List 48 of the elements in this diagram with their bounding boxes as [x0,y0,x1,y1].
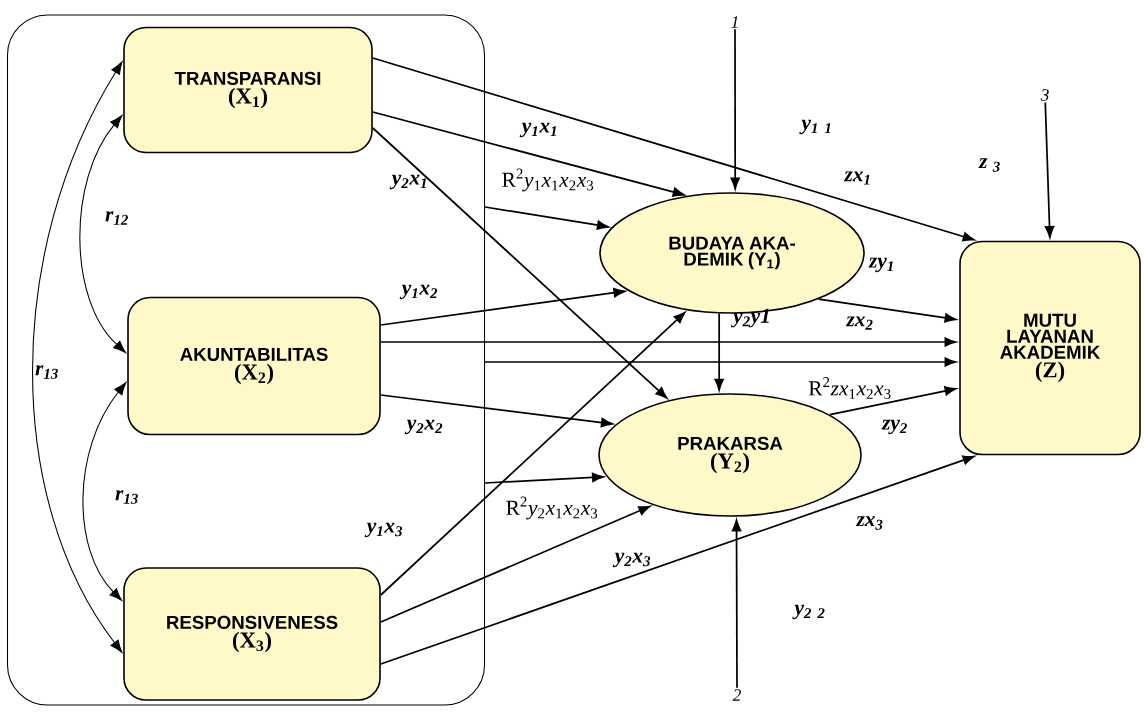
path-arrow [484,357,957,367]
group-frame [6,14,486,706]
variable-box: RESPONSIVENESS (X$_{3}$) [123,567,381,701]
path-coefficient: y$_{1 1}$ [799,119,831,135]
path-coefficient: r$_{12}$ [105,211,128,225]
path-arrow [1044,101,1055,238]
path-coefficient: r$_{13}$ [115,490,138,504]
correlation-arrow [79,115,127,353]
path-arrow [371,127,668,399]
path-coefficient: zx$_{2}$ [845,316,873,330]
variable-box: AKUNTABILITAS (X$_{2}$) [127,296,381,436]
path-arrow [714,312,724,391]
path-arrow [484,206,609,230]
path-coefficient: y$_{2}$x$_{2}$ [404,419,443,435]
path-coefficient: zy$_{1}$ [868,257,893,273]
path-coefficient: z $_{3}$ [978,158,1000,172]
path-arrow [379,505,651,623]
path-arrow [379,288,626,326]
path-arrow [379,337,957,347]
path-coefficient: zx$_{3}$ [855,516,883,530]
path-arrow [484,472,604,484]
path-coefficient: y$_{1}$x$_{2}$ [399,284,438,300]
path-coefficient: y$_{1}$x$_{1}$ [519,122,557,138]
path-arrow [731,519,742,689]
error-term-label: 3 [1040,89,1049,101]
path-coefficient: r$_{13}$ [35,365,58,379]
correlation-arrow [82,382,127,601]
path-coefficient: y$_{2}$x$_{3}$ [612,552,651,568]
path-arrow [379,455,975,665]
path-arrow [730,28,740,190]
path-coefficient: y$_{1}$x$_{3}$ [364,522,403,538]
path-coefficient: y$_{2 2}$ [792,604,825,620]
path-coefficient: y$_{2}$x$_{1}$ [389,174,427,190]
path-coefficient: R$^{2}$y$_{1}$x$_{1}$x$_{2}$x$_{3}$ [502,168,594,192]
path-coefficient: zy$_{2}$ [881,419,907,435]
path-coefficient: zx$_{1}$ [843,171,870,185]
path-arrow [379,311,686,596]
correlation-arrow [32,61,123,653]
path-arrow [371,111,685,197]
error-term-label: 1 [731,16,738,28]
path-arrow [379,394,613,428]
path-arrow [371,57,975,242]
path-arrow [829,386,957,416]
path-arrow [817,298,957,323]
path-coefficient: R$^{2}$y$_{2}$x$_{1}$x$_{2}$x$_{3}$ [506,496,598,520]
variable-box: MUTU LAYANAN AKADEMIK (Z) [959,240,1141,456]
variable-box: TRANSPARANSI (X$_{1}$) [123,26,373,154]
error-term-label: 2 [732,689,741,701]
